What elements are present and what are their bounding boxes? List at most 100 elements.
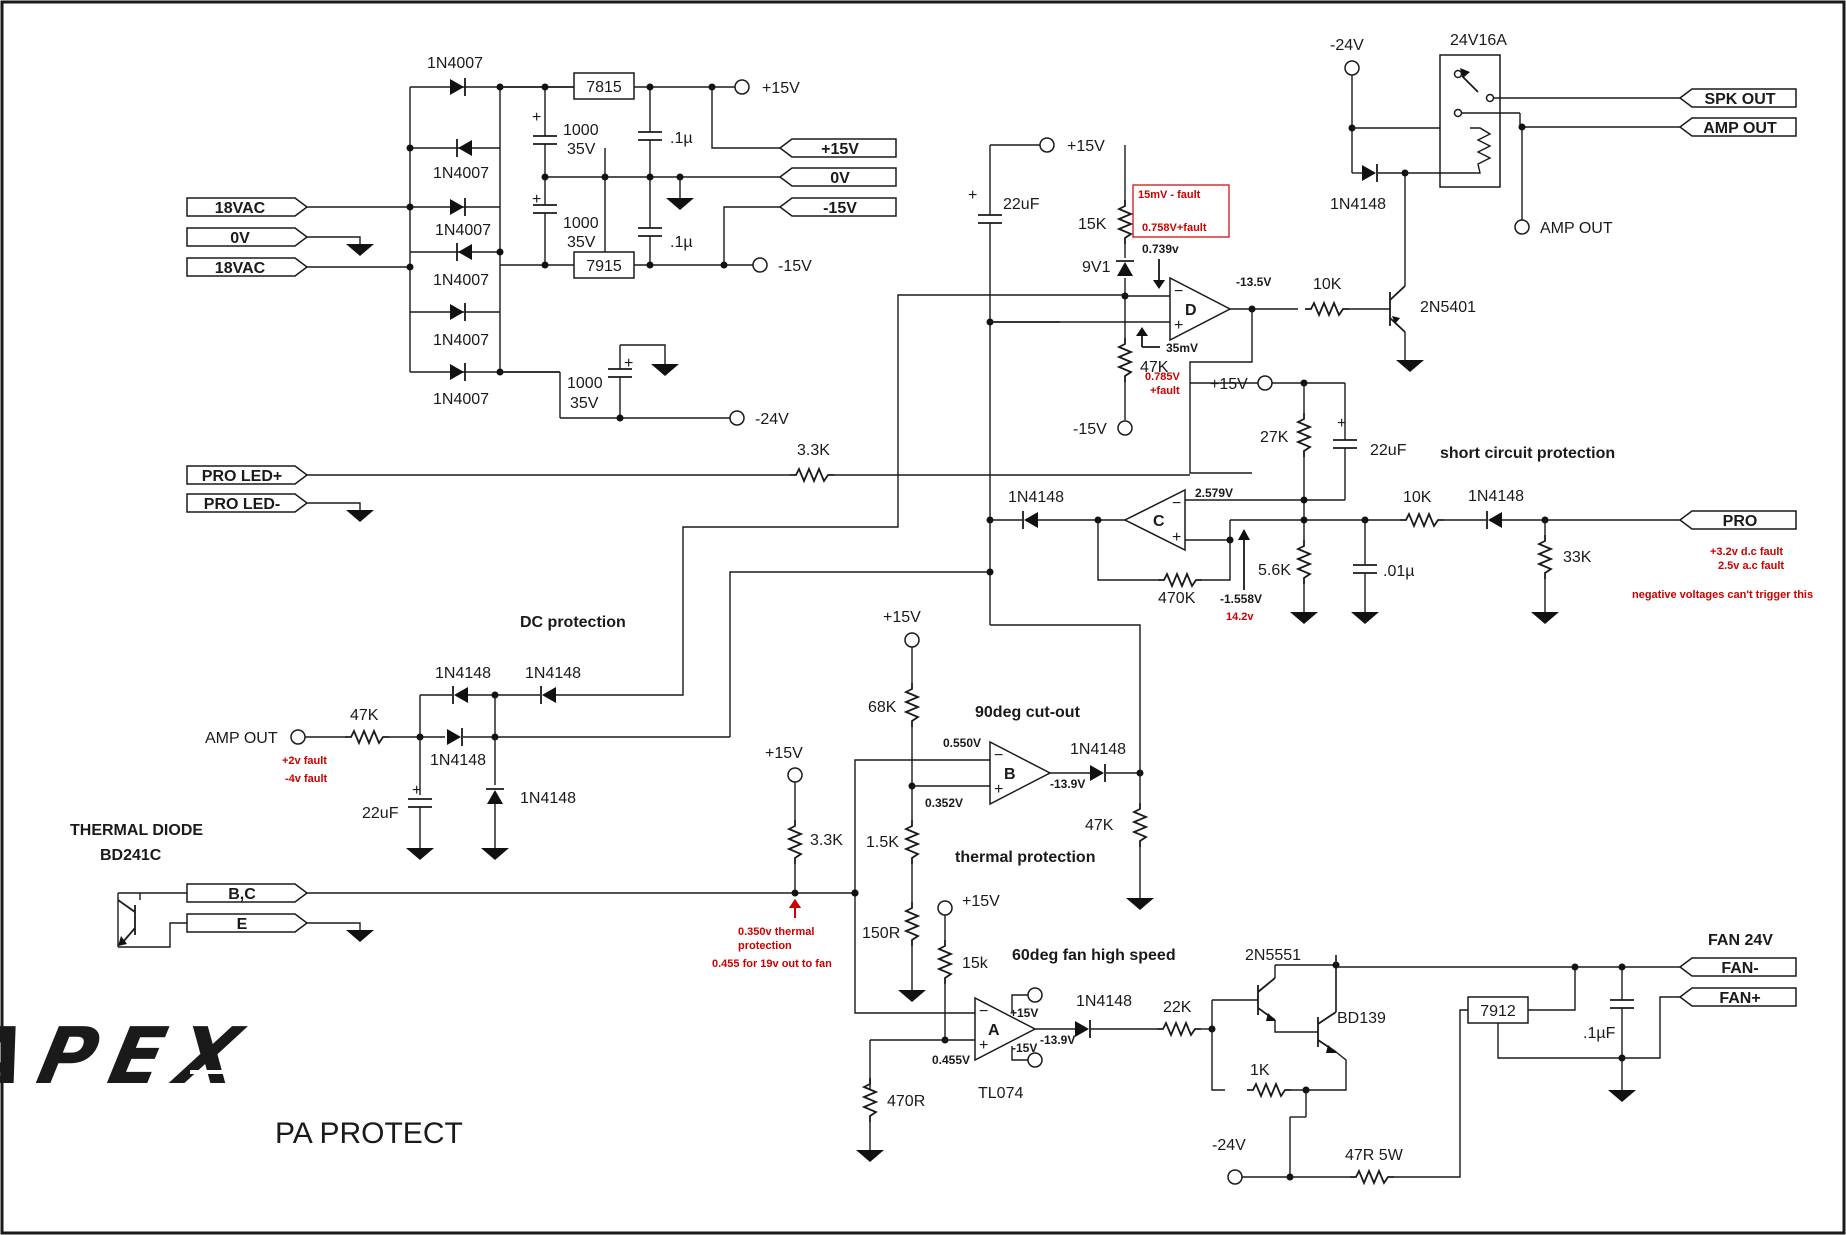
- svg-text:5.6K: 5.6K: [1258, 562, 1291, 579]
- svg-text:+: +: [532, 191, 541, 208]
- svg-text:90deg cut-out: 90deg cut-out: [975, 704, 1081, 721]
- svg-text:THERMAL DIODE: THERMAL DIODE: [70, 822, 203, 839]
- connector-fan-minus[interactable]: FAN-: [1678, 957, 1797, 977]
- connector-m15-out[interactable]: -15V: [778, 197, 897, 217]
- svg-text:1N4007: 1N4007: [433, 272, 489, 289]
- svg-text:BD241C: BD241C: [100, 847, 162, 864]
- transistor-bd139: [1306, 965, 1347, 1091]
- svg-text:+: +: [412, 782, 421, 799]
- svg-text:47K: 47K: [350, 707, 379, 724]
- svg-text:+: +: [994, 781, 1003, 798]
- connector-18vac-2[interactable]: 18VAC: [186, 257, 309, 277]
- svg-text:BD139: BD139: [1337, 1010, 1386, 1027]
- svg-text:0.350v thermal: 0.350v thermal: [738, 926, 814, 938]
- svg-text:1N4007: 1N4007: [435, 222, 491, 239]
- svg-text:−: −: [979, 1003, 988, 1020]
- thermal-input: THERMAL DIODE BD241C B,C E +15V 3.3K: [70, 745, 859, 970]
- svg-text:27K: 27K: [1260, 429, 1289, 446]
- svg-text:0.550V: 0.550V: [943, 736, 981, 750]
- svg-text:+15V: +15V: [1067, 138, 1105, 155]
- svg-text:7815: 7815: [586, 79, 622, 96]
- svg-text:AMP OUT: AMP OUT: [1703, 120, 1777, 137]
- svg-text:0.785V: 0.785V: [1145, 371, 1181, 383]
- connector-0v-in[interactable]: 0V: [186, 227, 309, 247]
- svg-text:10K: 10K: [1313, 276, 1342, 293]
- svg-text:2N5551: 2N5551: [1245, 947, 1301, 964]
- svg-text:1N4148: 1N4148: [1070, 741, 1126, 758]
- svg-text:TL074: TL074: [978, 1085, 1023, 1102]
- svg-text:−: −: [1174, 283, 1183, 300]
- svg-text:+2v fault: +2v fault: [282, 755, 327, 767]
- short-circuit-protection: +15V 27K 5.6K + 22uF C − + 1N4148: [990, 375, 1813, 624]
- svg-text:+15V: +15V: [765, 745, 803, 762]
- svg-text:1000: 1000: [563, 215, 599, 232]
- connector-amp-out[interactable]: AMP OUT: [1678, 117, 1797, 137]
- opamp-c: [1123, 488, 1186, 552]
- svg-text:-15V: -15V: [823, 200, 857, 217]
- svg-text:1N4148: 1N4148: [1330, 196, 1386, 213]
- svg-text:+15V: +15V: [821, 141, 859, 158]
- connector-18vac-1[interactable]: 18VAC: [186, 197, 309, 217]
- svg-text:B,C: B,C: [228, 886, 256, 903]
- svg-text:1.5K: 1.5K: [866, 834, 899, 851]
- opamp-b: [989, 740, 1052, 806]
- svg-text:15mV - fault: 15mV - fault: [1138, 189, 1201, 201]
- svg-text:PRO LED-: PRO LED-: [204, 496, 280, 513]
- svg-text:1N4148: 1N4148: [435, 665, 491, 682]
- relay-24v16a: [1439, 54, 1501, 188]
- connector-pro-led-plus[interactable]: PRO LED+: [186, 465, 309, 485]
- svg-text:+: +: [1174, 317, 1183, 334]
- svg-text:+3.2v d.c fault: +3.2v d.c fault: [1710, 546, 1783, 558]
- svg-text:.01µ: .01µ: [1383, 563, 1414, 580]
- svg-text:0.455 for 19v out to fan: 0.455 for 19v out to fan: [712, 958, 832, 970]
- connector-0v-out[interactable]: 0V: [778, 167, 897, 187]
- svg-text:E: E: [237, 916, 248, 933]
- svg-text:22uF: 22uF: [362, 805, 399, 822]
- svg-text:+15V: +15V: [762, 80, 800, 97]
- svg-text:B: B: [1004, 766, 1016, 783]
- svg-text:AMP OUT: AMP OUT: [205, 730, 278, 747]
- connector-p15-out[interactable]: +15V: [778, 138, 897, 158]
- svg-text:1N4148: 1N4148: [520, 790, 576, 807]
- svg-text:-1.558V: -1.558V: [1220, 592, 1262, 606]
- svg-text:+15V: +15V: [883, 609, 921, 626]
- svg-text:-15V: -15V: [1073, 421, 1107, 438]
- svg-text:470R: 470R: [887, 1093, 925, 1110]
- connector-e[interactable]: E: [186, 913, 309, 933]
- svg-text:+15V: +15V: [962, 893, 1000, 910]
- svg-text:0.352V: 0.352V: [925, 796, 963, 810]
- connector-pro[interactable]: PRO: [1678, 510, 1797, 530]
- svg-text:18VAC: 18VAC: [215, 200, 266, 217]
- svg-text:.1µF: .1µF: [1583, 1025, 1616, 1042]
- svg-text:+fault: +fault: [1150, 385, 1180, 397]
- transistor-2n5551: [1240, 965, 1318, 1033]
- svg-text:22uF: 22uF: [1003, 196, 1040, 213]
- connector-fan-plus[interactable]: FAN+: [1678, 987, 1797, 1007]
- svg-text:1N4148: 1N4148: [1468, 488, 1524, 505]
- svg-text:2.579V: 2.579V: [1195, 486, 1233, 500]
- svg-text:15K: 15K: [1078, 216, 1107, 233]
- connector-pro-led-minus[interactable]: PRO LED-: [186, 493, 309, 513]
- svg-text:150R: 150R: [862, 925, 900, 942]
- svg-text:7915: 7915: [586, 258, 622, 275]
- svg-text:0.739v: 0.739v: [1142, 242, 1179, 256]
- svg-text:+: +: [968, 187, 977, 204]
- svg-text:2.5v a.c fault: 2.5v a.c fault: [1718, 560, 1784, 572]
- svg-text:SPK OUT: SPK OUT: [1704, 91, 1775, 108]
- svg-text:C: C: [1153, 513, 1165, 530]
- connector-spk-out[interactable]: SPK OUT: [1678, 88, 1797, 108]
- svg-text:1N4148: 1N4148: [1008, 489, 1064, 506]
- regulator-7915: [573, 251, 635, 279]
- apex-logo: APEX: [0, 1011, 550, 1102]
- svg-text:short circuit protection: short circuit protection: [1440, 445, 1615, 462]
- opamp-d: [1169, 276, 1232, 342]
- connector-bc[interactable]: B,C: [186, 883, 309, 903]
- svg-text:1000: 1000: [567, 375, 603, 392]
- svg-text:PRO LED+: PRO LED+: [202, 468, 282, 485]
- svg-text:AMP OUT: AMP OUT: [1540, 220, 1613, 237]
- opamp-a: [974, 996, 1037, 1062]
- svg-text:FAN-: FAN-: [1721, 960, 1758, 977]
- fan-control: 60deg fan high speed +15V 15k A − + +15V…: [856, 893, 1797, 1185]
